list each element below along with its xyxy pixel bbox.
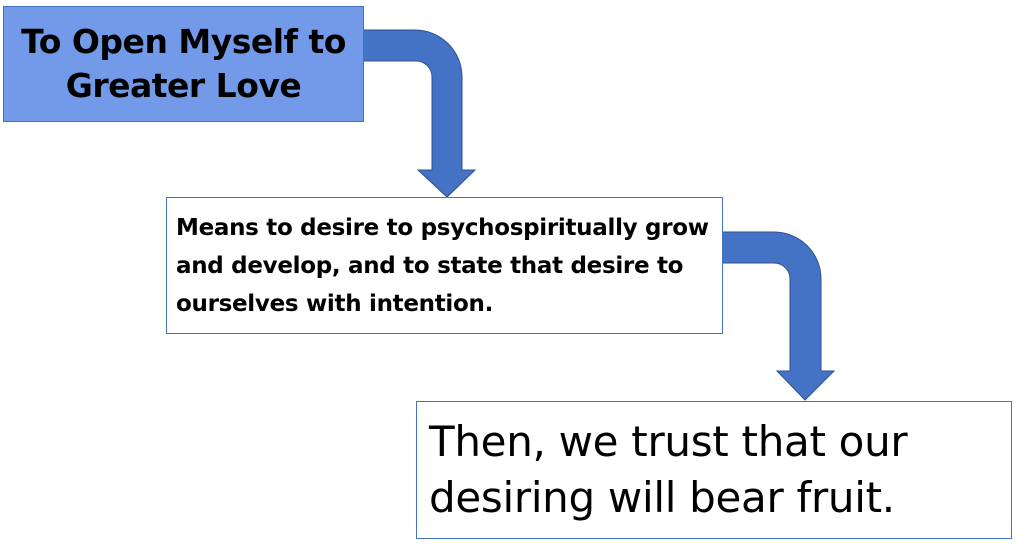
bent-arrow-down-icon <box>362 29 477 198</box>
meaning-box: Means to desire to psychospiritually gro… <box>166 197 723 334</box>
title-box: To Open Myself to Greater Love <box>3 6 364 122</box>
title-text: To Open Myself to Greater Love <box>21 22 346 105</box>
meaning-text: Means to desire to psychospiritually gro… <box>176 214 709 317</box>
bent-arrow-down-icon <box>721 231 836 401</box>
outcome-box: Then, we trust that our desiring will be… <box>416 401 1012 539</box>
outcome-text: Then, we trust that our desiring will be… <box>429 417 908 522</box>
